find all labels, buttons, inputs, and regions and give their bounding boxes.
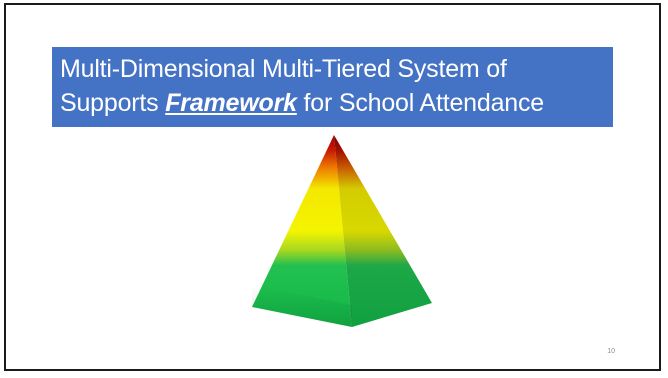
pyramid-icon: [252, 135, 432, 327]
pyramid-right-face: [334, 135, 432, 327]
title-emphasis-framework: Framework: [165, 89, 297, 117]
slide-number: 10: [607, 348, 615, 355]
slide-title: Multi-Dimensional Multi-Tiered System of…: [52, 47, 613, 127]
title-text-prefix: Supports: [60, 89, 166, 117]
title-line-2: Supports Framework for School Attendance: [60, 86, 605, 120]
pyramid-left-face: [252, 135, 352, 327]
slide: Multi-Dimensional Multi-Tiered System of…: [4, 3, 661, 371]
title-line-1: Multi-Dimensional Multi-Tiered System of: [60, 55, 507, 83]
title-text-suffix: for School Attendance: [296, 89, 545, 117]
